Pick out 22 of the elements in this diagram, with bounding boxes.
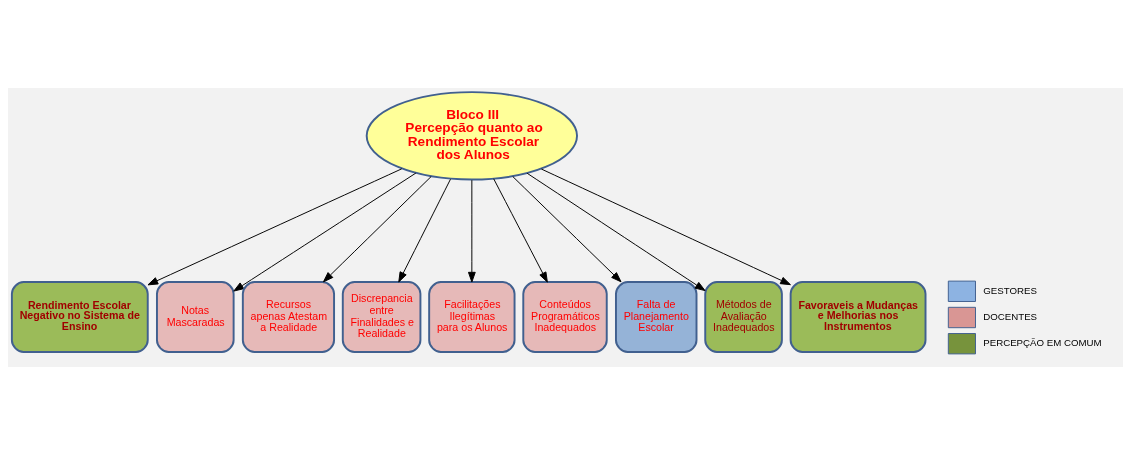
- node-box: Notas Mascaradas: [156, 280, 235, 353]
- arrow: [398, 178, 451, 282]
- node-box: Conteúdos Programáticos Inadequados: [522, 280, 608, 353]
- node-box: Recursos apenas Atestam a Realidade: [241, 280, 336, 353]
- node-box: Favoraveis a Mudanças e Melhorias nos Instrumentos: [789, 280, 927, 353]
- arrow: [467, 179, 476, 282]
- arrow: [147, 167, 403, 285]
- arrow: [526, 172, 706, 291]
- arrow: [493, 177, 548, 283]
- node-ellipse: Bloco III Percepção quanto ao Rendimento Escolar dos Alunos: [365, 90, 578, 180]
- arrow: [512, 175, 622, 282]
- node-box: Discrepancia entre Finalidades e Realidade: [341, 280, 422, 353]
- arrow: [540, 168, 791, 285]
- node-box: Facilitações Ilegítimas para os Alunos: [428, 280, 516, 353]
- node-box: Métodos de Avaliação Inadequados: [704, 280, 783, 353]
- arrow: [233, 172, 417, 292]
- arrow: [323, 175, 432, 282]
- legend-label: PERCEPÇÃO EM COMUM: [983, 336, 1102, 348]
- node-box: Rendimento Escolar Negativo no Sistema de Ensino: [10, 280, 149, 353]
- legend-label: DOCENTES: [983, 310, 1038, 322]
- node-box: Falta de Planejamento Escolar: [615, 280, 698, 353]
- legend-label: GESTORES: [983, 284, 1037, 296]
